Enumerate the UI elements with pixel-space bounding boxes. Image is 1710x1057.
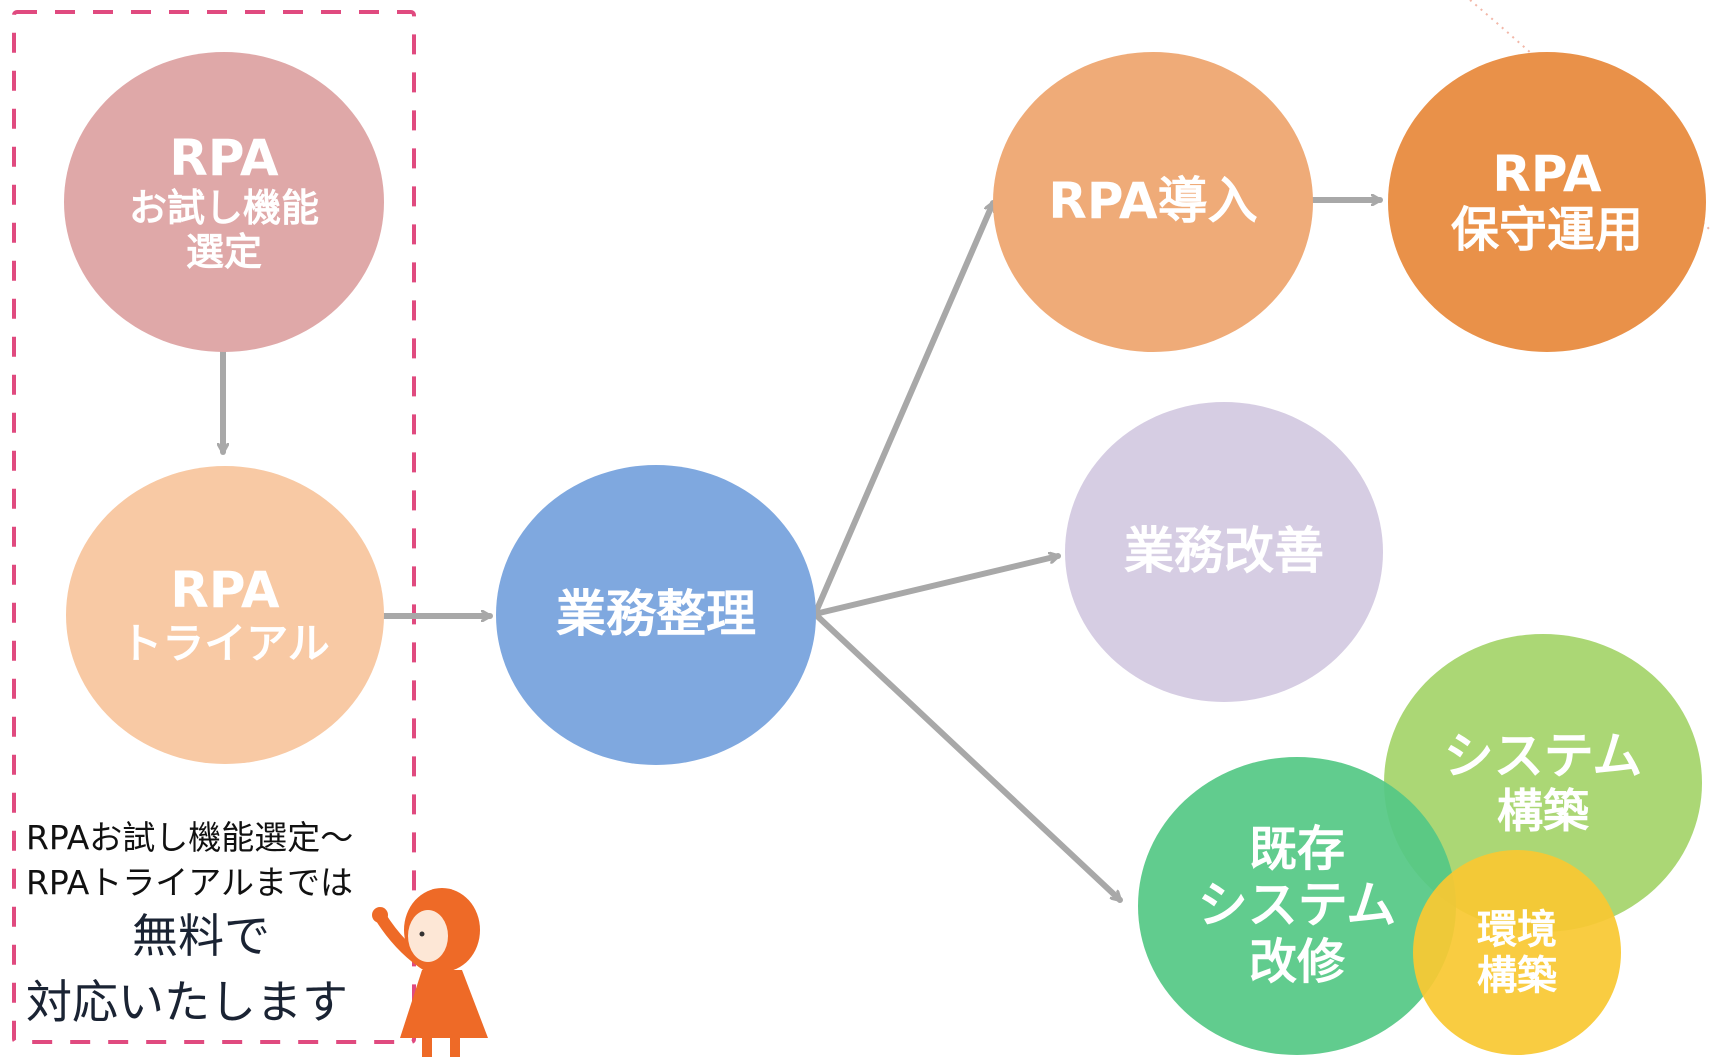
- arrow-organize-to-intro: [812, 200, 996, 617]
- arrow-organize-to-existing: [812, 611, 1123, 903]
- node-business-improvement: 業務改善: [1065, 402, 1383, 702]
- node-rpa-trial: RPA トライアル: [66, 466, 384, 764]
- note-free-emphasis: 無料で: [132, 909, 270, 963]
- node-environment-build: 環境 構築: [1413, 850, 1621, 1055]
- node-label: 構築: [1497, 784, 1589, 839]
- note-line-2: RPAトライアルまでは: [26, 863, 353, 902]
- node-label: 既存: [1248, 821, 1345, 878]
- node-rpa-maintenance: RPA 保守運用: [1388, 52, 1706, 352]
- note-support-statement: 対応いたします: [26, 975, 348, 1029]
- node-business-organization: 業務整理: [496, 465, 816, 765]
- free-trial-dashed-box: [12, 10, 416, 1044]
- node-label: 環境: [1477, 906, 1557, 953]
- node-label: 保守運用: [1450, 202, 1643, 259]
- node-rpa-trial-selection: RPA お試し機能 選定: [64, 52, 384, 352]
- node-rpa-introduction: RPA導入: [993, 52, 1313, 352]
- node-label: 構築: [1477, 952, 1557, 999]
- node-label: 改修: [1248, 933, 1345, 990]
- node-label: RPA: [169, 128, 279, 187]
- node-label: 業務改善: [1124, 522, 1324, 581]
- node-label: RPA: [1492, 144, 1602, 203]
- child-pointing-icon: [372, 888, 488, 1057]
- node-label: お試し機能: [128, 186, 319, 231]
- node-label: システム: [1197, 876, 1397, 935]
- arrow-organize-to-improve: [812, 556, 1061, 617]
- node-label: 業務整理: [556, 585, 756, 644]
- note-line-1: RPAお試し機能選定～: [26, 818, 354, 857]
- node-label: RPA: [170, 561, 280, 620]
- node-label: RPA導入: [1048, 172, 1258, 231]
- node-label: トライアル: [120, 618, 330, 668]
- node-existing-system-modification: 既存 システム 改修: [1138, 757, 1456, 1055]
- node-label: 選定: [185, 229, 262, 274]
- node-label: システム: [1443, 726, 1643, 785]
